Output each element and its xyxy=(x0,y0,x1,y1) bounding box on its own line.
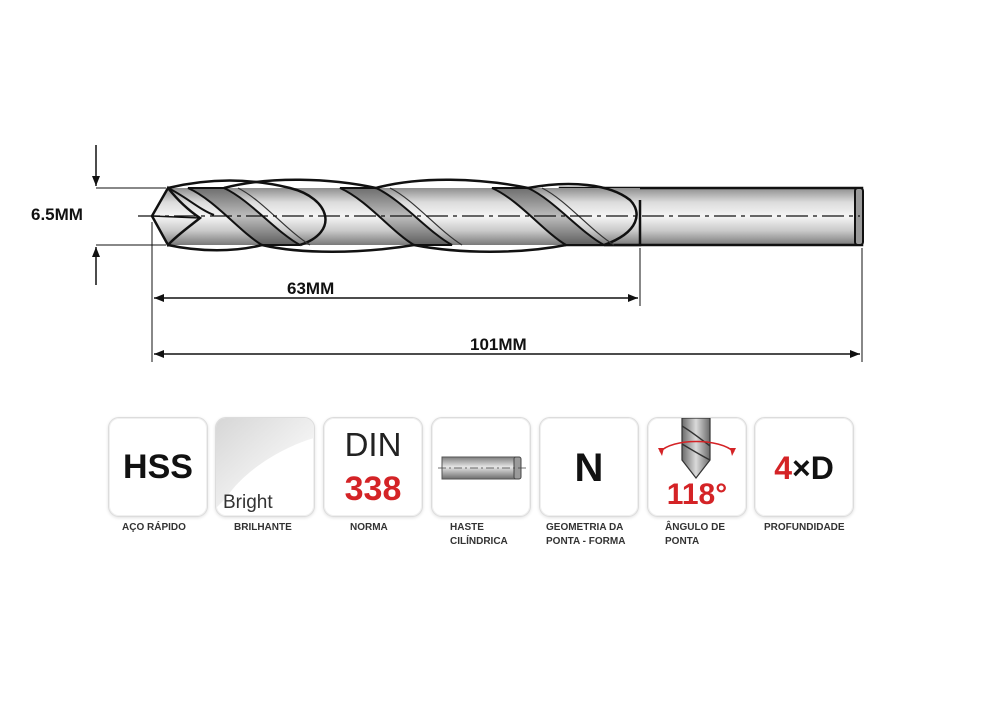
din-text: DIN xyxy=(344,426,402,463)
badge-shank xyxy=(431,417,531,517)
din-number: 338 xyxy=(344,470,402,508)
bright-gloss-icon xyxy=(216,418,314,508)
hss-caption: AÇO RÁPIDO xyxy=(122,522,186,533)
badge-geometry: N xyxy=(539,417,639,517)
flute-length-dimension: 63MM xyxy=(151,222,641,362)
depth-symbol: ×D xyxy=(792,450,834,486)
total-length-label: 101MM xyxy=(470,335,527,354)
diameter-label: 6.5MM xyxy=(31,205,83,224)
bright-text: Bright xyxy=(223,492,273,513)
angle-caption: ÂNGULO DE PONTA xyxy=(665,522,725,547)
drill-bit-drawing: 6.5MM 63MM 101MM xyxy=(31,145,864,362)
angle-value: 118° xyxy=(666,478,728,511)
badge-angle: 118° xyxy=(647,417,747,517)
depth-multiplier: 4 xyxy=(774,450,792,486)
diameter-dimension: 6.5MM xyxy=(31,145,166,285)
point-angle-icon xyxy=(658,418,736,479)
depth-caption: PROFUNDIDADE xyxy=(764,522,845,533)
badge-depth: 4×D xyxy=(754,417,854,517)
badge-bright: Bright xyxy=(215,417,315,517)
hss-text: HSS xyxy=(123,448,193,486)
feature-badges: HSS AÇO RÁPIDO Bright BRILHANTE DIN 338 … xyxy=(108,417,868,567)
badge-hss: HSS xyxy=(108,417,208,517)
cylindrical-shank-icon xyxy=(438,456,526,480)
total-length-dimension: 101MM xyxy=(154,248,863,362)
geometry-caption: GEOMETRIA DA PONTA - FORMA xyxy=(546,522,626,547)
bright-caption: BRILHANTE xyxy=(234,522,292,533)
din-caption: NORMA xyxy=(350,522,388,533)
depth-value: 4×D xyxy=(755,450,853,487)
geometry-letter: N xyxy=(574,446,604,490)
shank-caption: HASTE CILÍNDRICA xyxy=(450,522,508,547)
flute-length-label: 63MM xyxy=(287,279,334,298)
badge-din: DIN 338 xyxy=(323,417,423,517)
